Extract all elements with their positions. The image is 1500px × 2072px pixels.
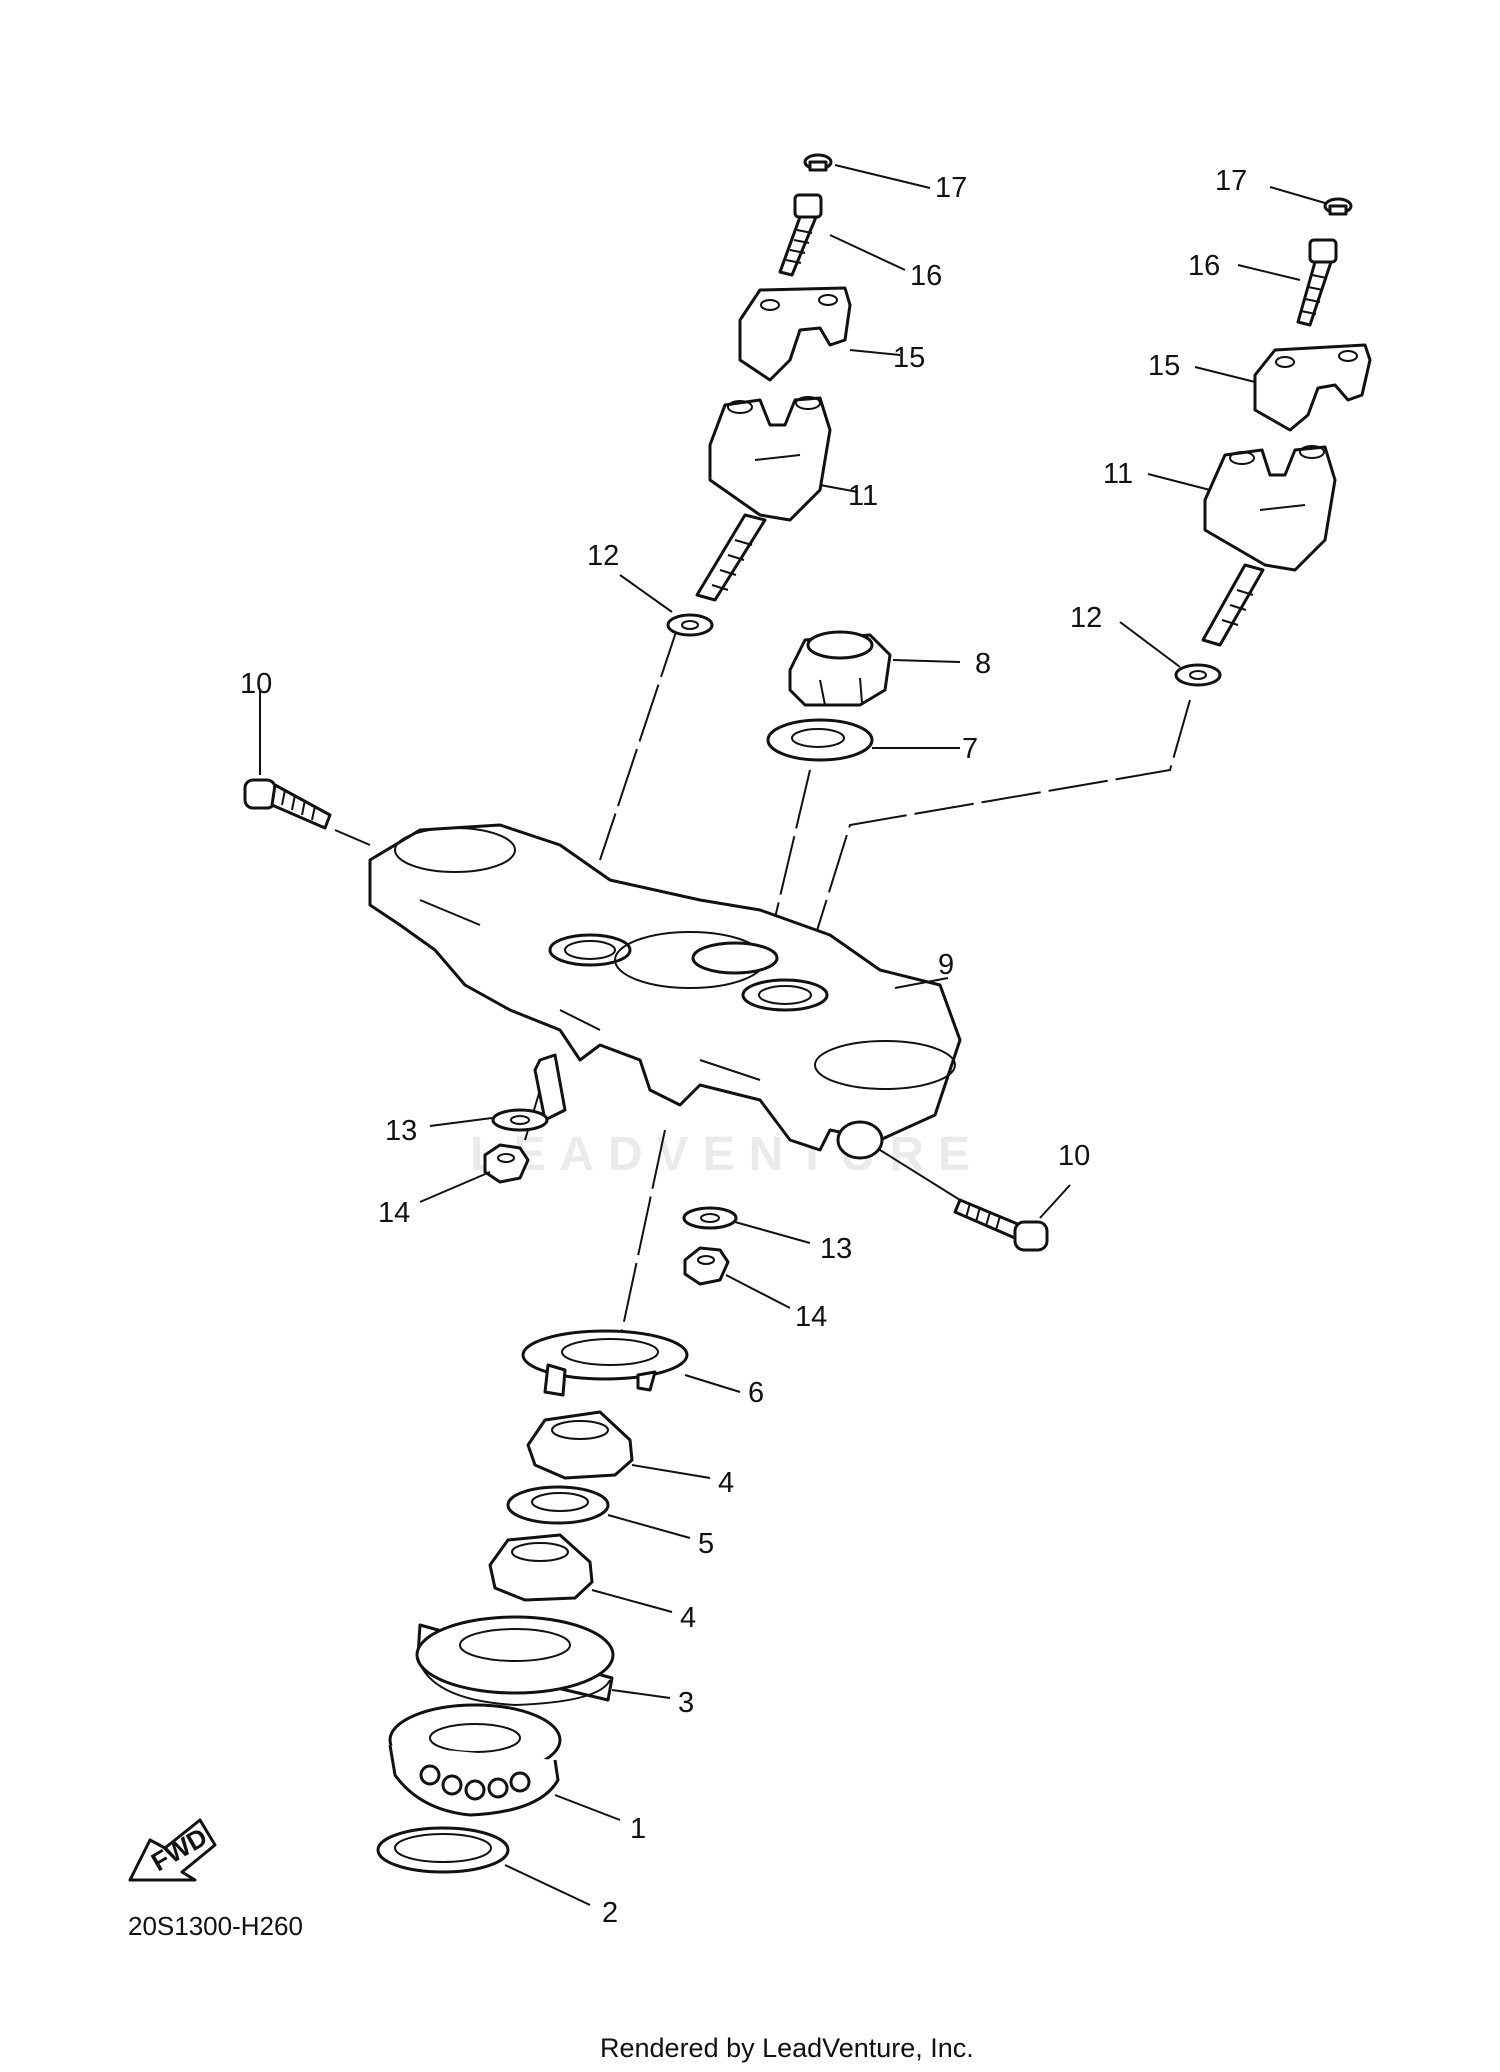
callout-7: 7 [962,733,978,765]
part-2-lower-seal[interactable] [376,1826,510,1874]
part-1-bearing[interactable] [388,1703,562,1817]
callout-2: 2 [602,1897,618,1929]
callout-3: 3 [678,1687,694,1719]
part-5-washer[interactable] [506,1485,610,1525]
callout-10: 10 [1058,1140,1090,1172]
callout-8: 8 [975,648,991,680]
part-15-upper-holder-left[interactable] [738,286,852,382]
part-3-bearing-race-cover[interactable] [415,1615,615,1707]
part-16-bolt-right[interactable] [1296,238,1338,327]
part-11-lower-holder-right[interactable] [1201,445,1337,647]
part-10-bolt-left[interactable] [243,778,332,830]
part-13-washer-right[interactable] [682,1206,738,1230]
part-15-upper-holder-right[interactable] [1253,343,1372,432]
part-13-washer-left[interactable] [491,1108,549,1132]
fwd-arrow-icon: FWD [128,1818,217,1882]
callout-1: 1 [630,1813,646,1845]
part-14-nut-right[interactable] [683,1246,730,1286]
callout-10: 10 [240,668,272,700]
part-6-lock-washer[interactable] [521,1329,689,1397]
callout-15: 15 [893,342,925,374]
callout-15: 15 [1148,350,1180,382]
part-11-lower-holder-left[interactable] [695,396,832,602]
callout-9: 9 [938,949,954,981]
callout-12: 12 [587,540,619,572]
callout-4: 4 [718,1467,734,1499]
callout-17: 17 [935,172,967,204]
part-12-washer-left[interactable] [666,613,714,637]
part-12-washer-right[interactable] [1174,663,1222,687]
part-4-ring-nut-lower[interactable] [488,1533,594,1602]
callout-12: 12 [1070,602,1102,634]
callout-13: 13 [820,1233,852,1265]
callout-13: 13 [385,1115,417,1147]
diagram-code: 20S1300-H260 [128,1911,303,1941]
callout-11: 11 [1103,458,1133,490]
callout-14: 14 [378,1197,410,1229]
callout-17: 17 [1215,165,1247,197]
callout-11: 11 [848,480,878,512]
callout-4: 4 [680,1602,696,1634]
callout-6: 6 [748,1377,764,1409]
part-7-washer[interactable] [766,718,874,762]
callout-5: 5 [698,1528,714,1560]
part-14-nut-left[interactable] [483,1143,530,1184]
part-4-ring-nut-upper[interactable] [526,1410,634,1480]
part-16-bolt-left[interactable] [778,193,823,277]
render-credit: Rendered by LeadVenture, Inc. [600,2033,974,2063]
part-8-steering-nut[interactable] [788,630,892,707]
part-10-bolt-right[interactable] [953,1198,1049,1252]
callout-14: 14 [795,1301,827,1333]
part-17-cap-right[interactable] [1323,197,1353,216]
watermark: LEADVENTURE [470,1128,984,1181]
callout-16: 16 [1188,250,1220,282]
callout-16: 16 [910,260,942,292]
part-17-cap-left[interactable] [803,153,833,172]
part-9-upper-bracket[interactable] [368,823,962,1160]
